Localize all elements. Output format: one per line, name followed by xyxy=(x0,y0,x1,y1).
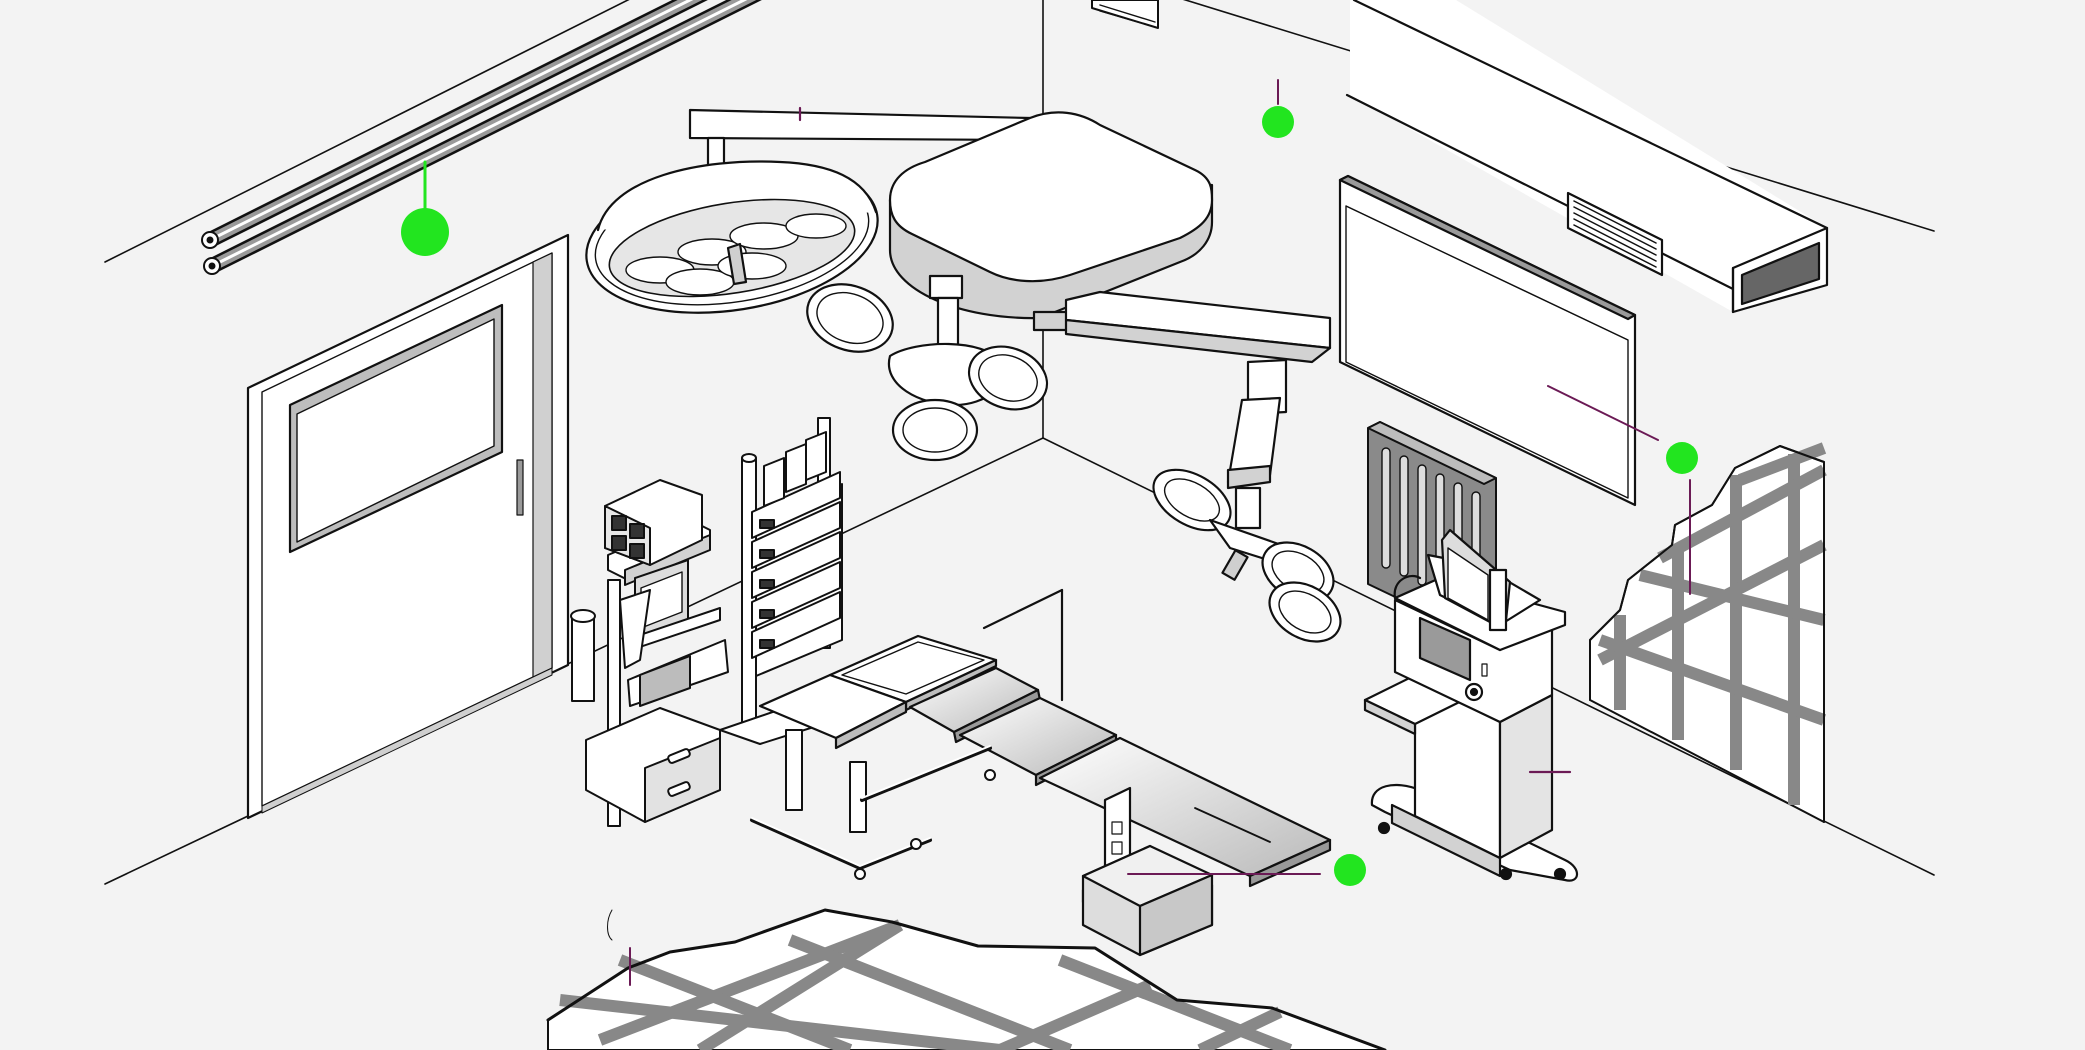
hotspot-ceiling-air-outlet[interactable] xyxy=(1262,79,1294,138)
ceiling-gas-pipes xyxy=(201,0,762,275)
pendant-arm xyxy=(1064,290,1332,530)
ceiling-pendant-square xyxy=(888,111,1214,332)
operating-table xyxy=(758,588,1332,957)
surgical-light-left xyxy=(585,106,1032,314)
pendant-lighthead-triple xyxy=(806,274,1049,462)
wall-grid-window xyxy=(1589,442,1827,823)
ceiling-vent-grille xyxy=(1091,0,1159,29)
hotspot-wall-display-screen[interactable] xyxy=(1547,385,1698,595)
hotspot-operating-table[interactable] xyxy=(1127,854,1366,886)
surgical-light-right xyxy=(1152,468,1342,643)
floor-grid xyxy=(546,908,1387,1050)
anesthesia-machine xyxy=(1363,528,1579,882)
wall-display-screen xyxy=(1338,174,1637,507)
ceiling-air-duct xyxy=(1345,0,1829,314)
instrument-table xyxy=(750,729,996,880)
hotspot-ceiling-gas-pipes[interactable] xyxy=(401,160,449,256)
sliding-door xyxy=(246,233,570,820)
equipment-tower-left xyxy=(570,479,729,827)
